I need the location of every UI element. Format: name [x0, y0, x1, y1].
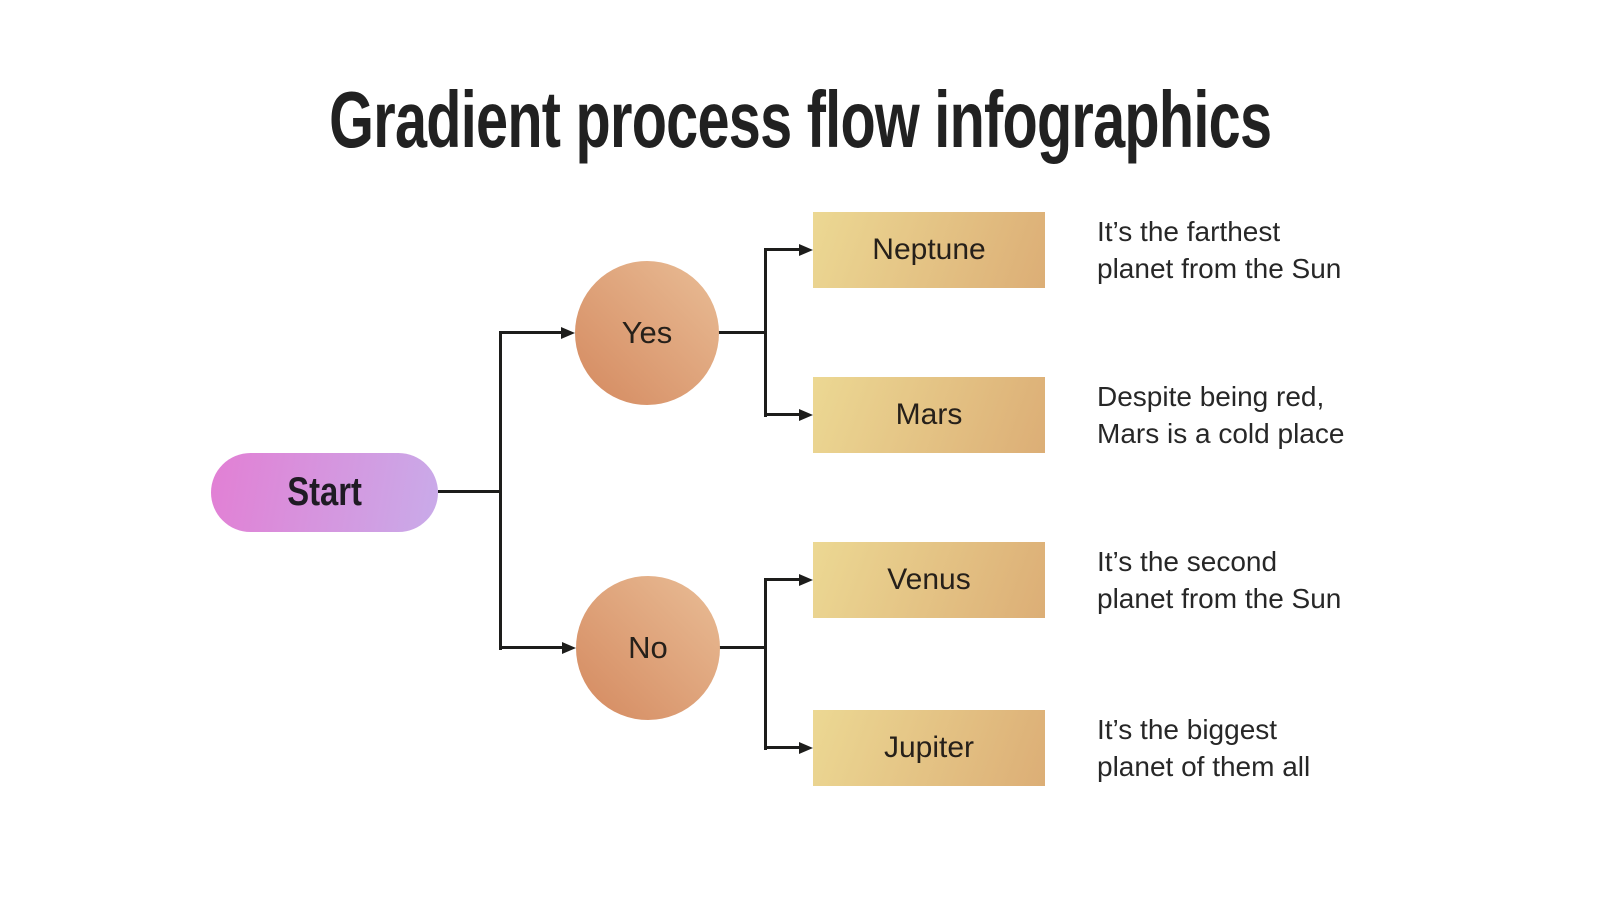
result-node-neptune-label: Neptune [872, 233, 986, 266]
decision-node-yes-label: Yes [621, 315, 673, 350]
connector-to-yes [499, 331, 561, 334]
description-jupiter: It’s the biggest planet of them all [1097, 714, 1311, 782]
result-node-jupiter: Jupiter [813, 710, 1045, 786]
arrowhead-venus-icon [799, 574, 813, 586]
page-title-text: Gradient process flow infographics [328, 75, 1272, 164]
description-neptune: It’s the farthest planet from the Sun [1097, 216, 1342, 284]
result-node-neptune: Neptune [813, 212, 1045, 288]
connector-yes-split-vertical [764, 248, 767, 417]
connector-to-jupiter [764, 746, 799, 749]
page-title: Gradient process flow infographics [0, 74, 1600, 166]
decision-node-yes: Yes [575, 261, 719, 405]
connector-start-to-split [438, 490, 500, 493]
connector-yes-to-split [716, 331, 766, 334]
arrowhead-neptune-icon [799, 244, 813, 256]
arrowhead-mars-icon [799, 409, 813, 421]
connector-no-to-split [718, 646, 766, 649]
result-node-mars-label: Mars [895, 398, 963, 431]
arrowhead-yes-icon [561, 327, 575, 339]
result-node-venus-label: Venus [887, 563, 971, 596]
arrowhead-no-icon [562, 642, 576, 654]
decision-node-no: No [576, 576, 720, 720]
start-node-label: Start [287, 470, 362, 514]
result-node-mars: Mars [813, 377, 1045, 453]
connector-to-mars [764, 413, 799, 416]
description-venus: It’s the second planet from the Sun [1097, 546, 1342, 614]
connector-to-no [499, 646, 562, 649]
connector-split-vertical [499, 331, 502, 650]
connector-to-venus [764, 578, 799, 581]
connector-no-split-vertical [764, 578, 767, 750]
description-mars: Despite being red, Mars is a cold place [1097, 381, 1345, 449]
start-node: Start [211, 453, 438, 532]
connector-to-neptune [764, 248, 799, 251]
result-node-venus: Venus [813, 542, 1045, 618]
arrowhead-jupiter-icon [799, 742, 813, 754]
result-node-jupiter-label: Jupiter [883, 731, 975, 764]
decision-node-no-label: No [628, 630, 668, 665]
